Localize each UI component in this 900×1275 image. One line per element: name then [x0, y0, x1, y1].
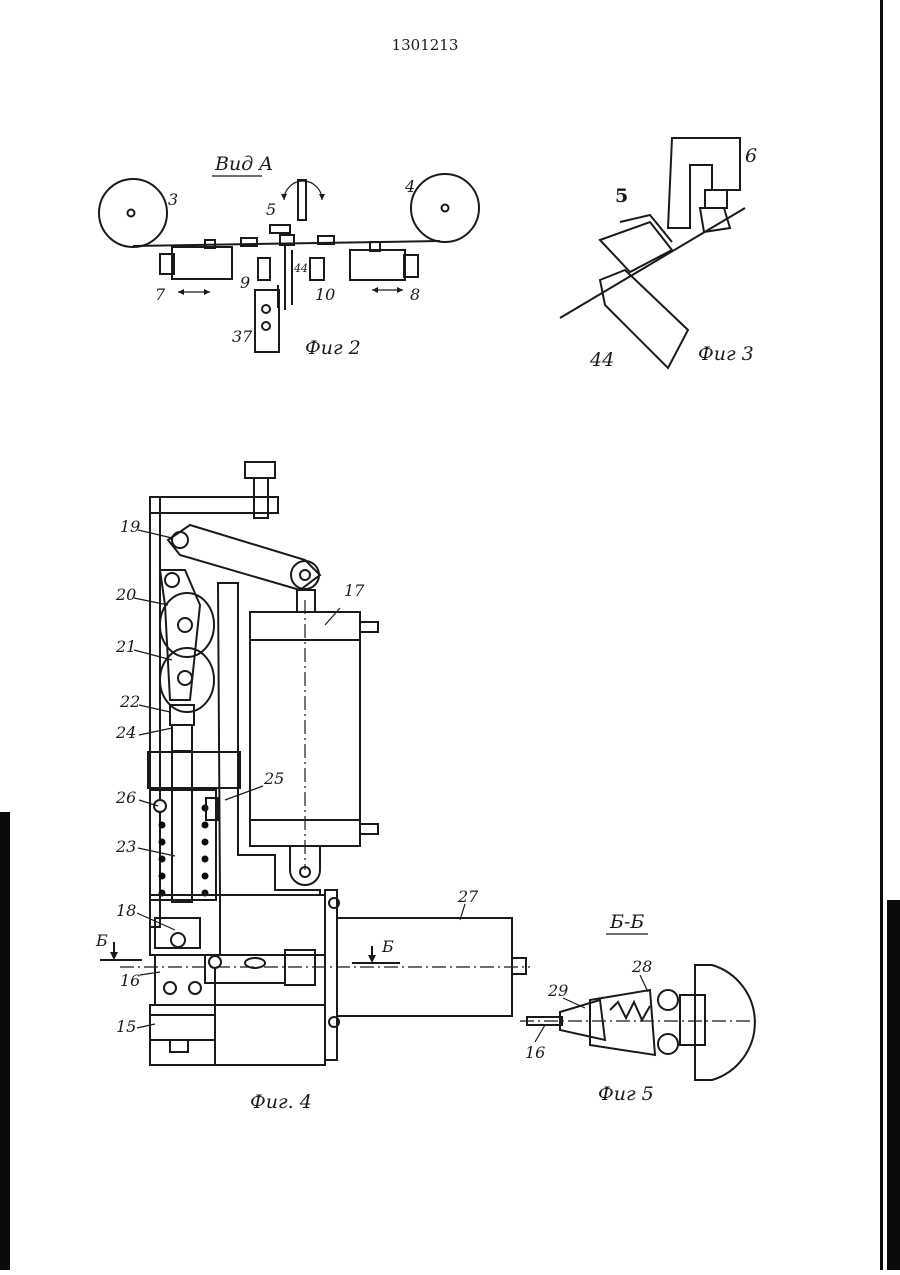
fig2-label-44: 44	[293, 262, 308, 275]
fig2-label-10: 10	[315, 285, 335, 304]
fig5-caption: Фиг 5	[598, 1083, 654, 1105]
left-edge-shadow	[0, 812, 10, 1270]
patent-number: 1301213	[392, 36, 459, 54]
fig5-label-29: 29	[547, 981, 568, 1000]
spring-coils	[159, 805, 209, 897]
fig4-label-23: 23	[115, 837, 136, 856]
fig4-label-15: 15	[116, 1017, 136, 1036]
fig3-label-6: 6	[745, 145, 757, 167]
section-mark-right: Б	[381, 937, 394, 956]
fig4-label-24: 24	[115, 723, 136, 742]
figure-5: Б-Б 28 29 16 Фиг 5	[520, 911, 760, 1105]
fig5-label-28: 28	[631, 957, 652, 976]
fig2-label-5: 5	[266, 200, 276, 219]
right-edge-shadow	[887, 900, 900, 1270]
fig3-label-44: 44	[589, 349, 614, 371]
fig4-label-16: 16	[120, 971, 140, 990]
fig3-caption: Фиг 3	[698, 343, 754, 365]
section-label: Б-Б	[609, 911, 644, 933]
fig4-label-17: 17	[344, 581, 365, 600]
fig2-label-8: 8	[410, 285, 420, 304]
section-mark-left: Б	[95, 931, 108, 950]
figure-2: Вид A 3	[99, 153, 479, 359]
fig2-label-7: 7	[155, 285, 166, 304]
fig2-label-37: 37	[232, 327, 253, 346]
fig3-label-5: 5	[615, 185, 628, 207]
reel-4	[411, 174, 479, 242]
fig2-caption: Фиг 2	[305, 337, 361, 359]
fig4-caption: Фиг. 4	[250, 1091, 312, 1113]
fig2-label-9: 9	[240, 273, 250, 292]
fig4-label-22: 22	[119, 692, 140, 711]
fig2-label-3: 3	[168, 190, 178, 209]
fig4-label-25: 25	[263, 769, 284, 788]
fig4-label-18: 18	[116, 901, 136, 920]
figure-3: 5 6 44 Фиг 3	[560, 138, 757, 371]
fig2-label-4: 4	[404, 177, 415, 196]
right-border-line	[880, 0, 883, 1270]
fig4-label-27: 27	[457, 887, 479, 906]
fig4-label-21: 21	[115, 637, 136, 656]
view-a-label: Вид A	[214, 153, 273, 175]
fig4-label-19: 19	[120, 517, 140, 536]
reel-3	[99, 179, 167, 247]
fig5-label-16: 16	[525, 1043, 545, 1062]
fig4-label-26: 26	[115, 788, 136, 807]
figure-4: Б Б 19 20 21 22 24 26 23 18 16 15 17 25 …	[95, 462, 530, 1113]
fig4-label-20: 20	[115, 585, 136, 604]
